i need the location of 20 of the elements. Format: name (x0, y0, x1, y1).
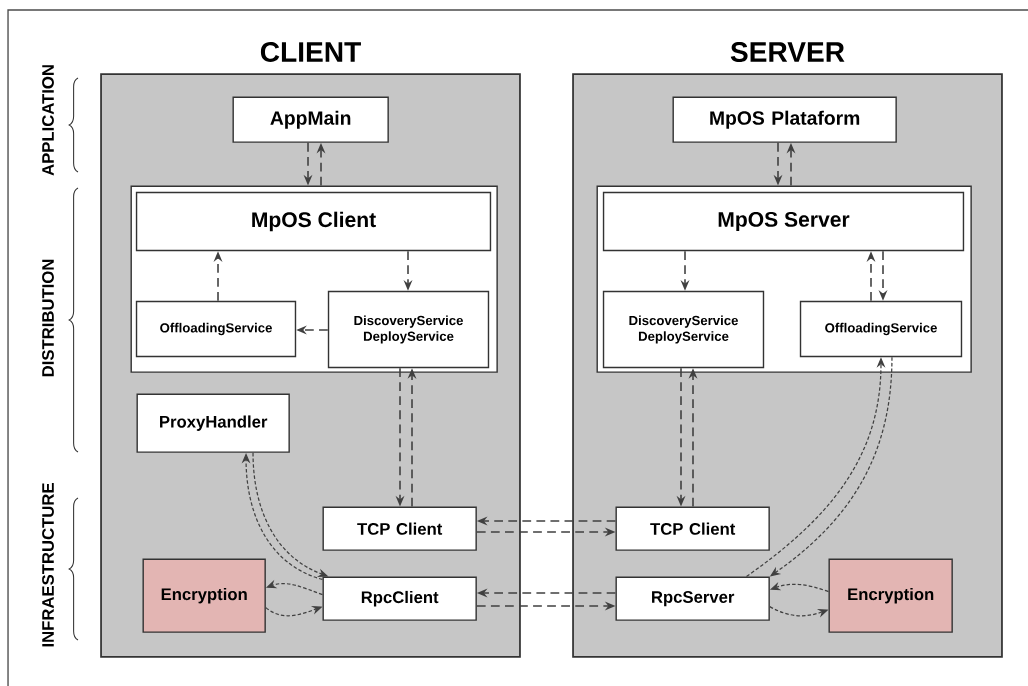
component-box: MpOS Plataform (672, 96, 897, 143)
component-box: MpOS Client (135, 191, 492, 252)
node-label: CLIENT (260, 42, 361, 62)
component-box: ProxyHandler (136, 393, 290, 453)
component-box: Encryption (142, 558, 266, 633)
component-box: TCP Client (615, 506, 770, 551)
layer-label: INFRAESTRUCTURE (42, 483, 54, 647)
node-label: SERVER (730, 42, 845, 62)
component-box: DiscoveryService DeployService (602, 290, 765, 369)
layer-label: APPLICATION (42, 65, 54, 176)
component-box: TCP Client (322, 506, 477, 551)
component-box: MpOS Server (602, 191, 965, 252)
component-box: DiscoveryService DeployService (327, 290, 490, 369)
component-box: OffloadingService (799, 300, 963, 358)
component-box: Encryption (828, 558, 953, 633)
component-box: RpcServer (615, 576, 770, 621)
component-box: AppMain (232, 96, 389, 143)
layer-label: DISTRIBUTION (42, 259, 54, 377)
component-box: OffloadingService (135, 300, 297, 358)
component-box: RpcClient (322, 576, 477, 621)
